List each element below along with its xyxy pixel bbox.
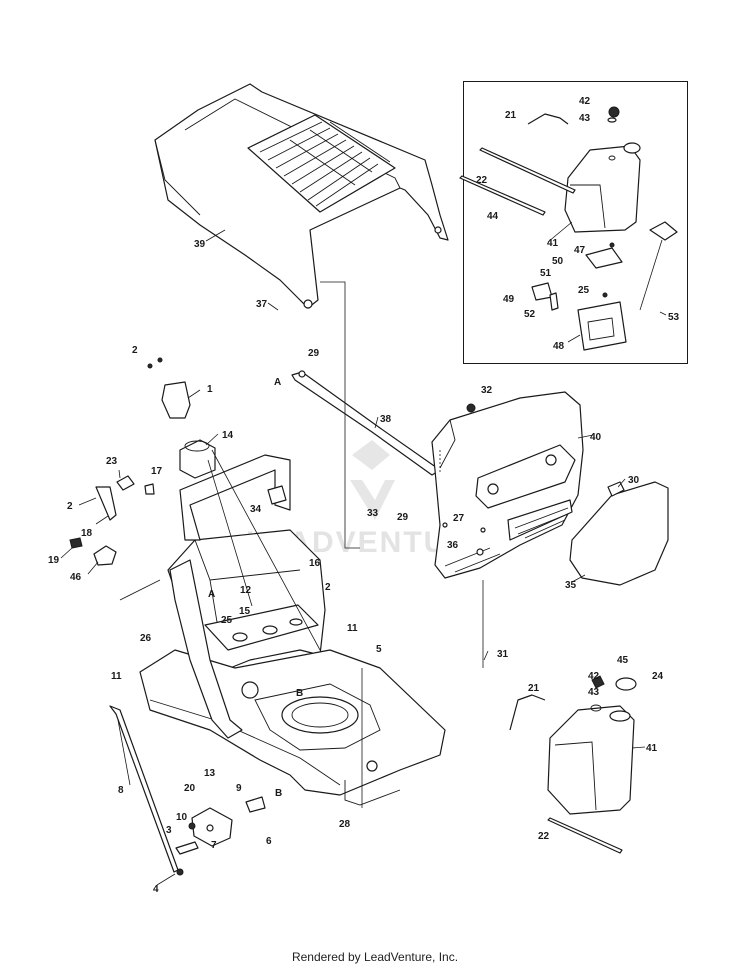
ref-letter-a: A <box>208 589 215 600</box>
callout-25: 25 <box>221 615 233 626</box>
callout-10: 10 <box>176 812 188 823</box>
callout-45: 45 <box>617 655 629 666</box>
bracket-part-34 <box>179 454 291 541</box>
callout-25: 25 <box>578 285 590 296</box>
callout-29: 29 <box>397 512 409 523</box>
knob-part-30 <box>607 481 625 497</box>
callout-40: 40 <box>590 432 602 443</box>
callout-18: 18 <box>81 528 93 539</box>
callout-42: 42 <box>588 671 600 682</box>
switch-part-1 <box>147 357 191 419</box>
screen-part-35 <box>569 481 669 586</box>
plate-part-17 <box>144 483 155 495</box>
grommet-part-32 <box>466 403 476 413</box>
callout-53: 53 <box>668 312 680 323</box>
ref-letter-b: B <box>296 688 303 699</box>
lever-part-18 <box>95 486 117 521</box>
callout-1: 1 <box>207 384 213 395</box>
callout-43: 43 <box>579 113 591 124</box>
callout-6: 6 <box>266 836 272 847</box>
callout-22: 22 <box>476 175 488 186</box>
callout-32: 32 <box>481 385 493 396</box>
callout-34: 34 <box>250 504 262 515</box>
callout-33: 33 <box>367 508 379 519</box>
callout-43: 43 <box>588 687 600 698</box>
callout-2: 2 <box>132 345 138 356</box>
inset-frame <box>463 81 688 364</box>
callout-47: 47 <box>574 245 586 256</box>
callout-37: 37 <box>256 299 268 310</box>
reference-letters: A A B B <box>208 377 303 799</box>
callout-28: 28 <box>339 819 351 830</box>
callout-9: 9 <box>236 783 242 794</box>
callout-50: 50 <box>552 256 564 267</box>
callout-41: 41 <box>646 743 658 754</box>
ref-letter-a: A <box>274 377 281 388</box>
callout-12: 12 <box>240 585 252 596</box>
callout-49: 49 <box>503 294 515 305</box>
callout-3: 3 <box>166 825 172 836</box>
callout-27: 27 <box>453 513 465 524</box>
callout-48: 48 <box>553 341 565 352</box>
callout-21: 21 <box>528 683 540 694</box>
callout-42: 42 <box>579 96 591 107</box>
callout-20: 20 <box>184 783 196 794</box>
callout-labels: 1 2 2 2 3 4 5 6 7 8 9 10 11 11 12 13 14 … <box>48 96 680 895</box>
callout-26: 26 <box>140 633 152 644</box>
callout-31: 31 <box>497 649 509 660</box>
callout-16: 16 <box>309 558 321 569</box>
grille-part-40 <box>431 391 584 579</box>
callout-14: 14 <box>222 430 234 441</box>
callout-23: 23 <box>106 456 118 467</box>
fuel-tank-part-41 <box>509 675 637 854</box>
callout-29: 29 <box>308 348 320 359</box>
callout-8: 8 <box>118 785 124 796</box>
frame-chassis <box>139 649 446 806</box>
callout-2: 2 <box>325 582 331 593</box>
callout-19: 19 <box>48 555 60 566</box>
callout-2: 2 <box>67 501 73 512</box>
key-part-19 <box>69 537 83 549</box>
callout-5: 5 <box>376 644 382 655</box>
callout-7: 7 <box>211 840 217 851</box>
callout-13: 13 <box>204 768 216 779</box>
callout-41: 41 <box>547 238 559 249</box>
clip-part-23 <box>116 475 135 491</box>
callout-24: 24 <box>652 671 664 682</box>
callout-leaders <box>60 221 667 886</box>
callout-21: 21 <box>505 110 517 121</box>
steering-tower <box>169 559 243 739</box>
callout-15: 15 <box>239 606 251 617</box>
callout-36: 36 <box>447 540 459 551</box>
callout-11: 11 <box>111 671 122 682</box>
dash-panel-part-16 <box>167 529 326 671</box>
callout-39: 39 <box>194 239 206 250</box>
callout-4: 4 <box>153 884 159 895</box>
callout-51: 51 <box>540 268 552 279</box>
assembly-lines <box>119 281 484 808</box>
footer-credit: Rendered by LeadVenture, Inc. <box>291 950 459 964</box>
callout-44: 44 <box>487 211 499 222</box>
callout-11: 11 <box>347 623 358 634</box>
ignition-part-46 <box>93 545 117 566</box>
callout-22: 22 <box>538 831 550 842</box>
callout-52: 52 <box>524 309 536 320</box>
watermark-logo <box>350 440 395 520</box>
callout-30: 30 <box>628 475 640 486</box>
callout-46: 46 <box>70 572 82 583</box>
callout-17: 17 <box>151 466 163 477</box>
bracket-part-20 <box>175 796 266 876</box>
hood-part-39 <box>154 83 449 309</box>
callout-35: 35 <box>565 580 577 591</box>
callout-38: 38 <box>380 414 392 425</box>
rod-part-8 <box>109 705 179 873</box>
inset-parts <box>459 106 678 351</box>
ref-letter-b: B <box>275 788 282 799</box>
